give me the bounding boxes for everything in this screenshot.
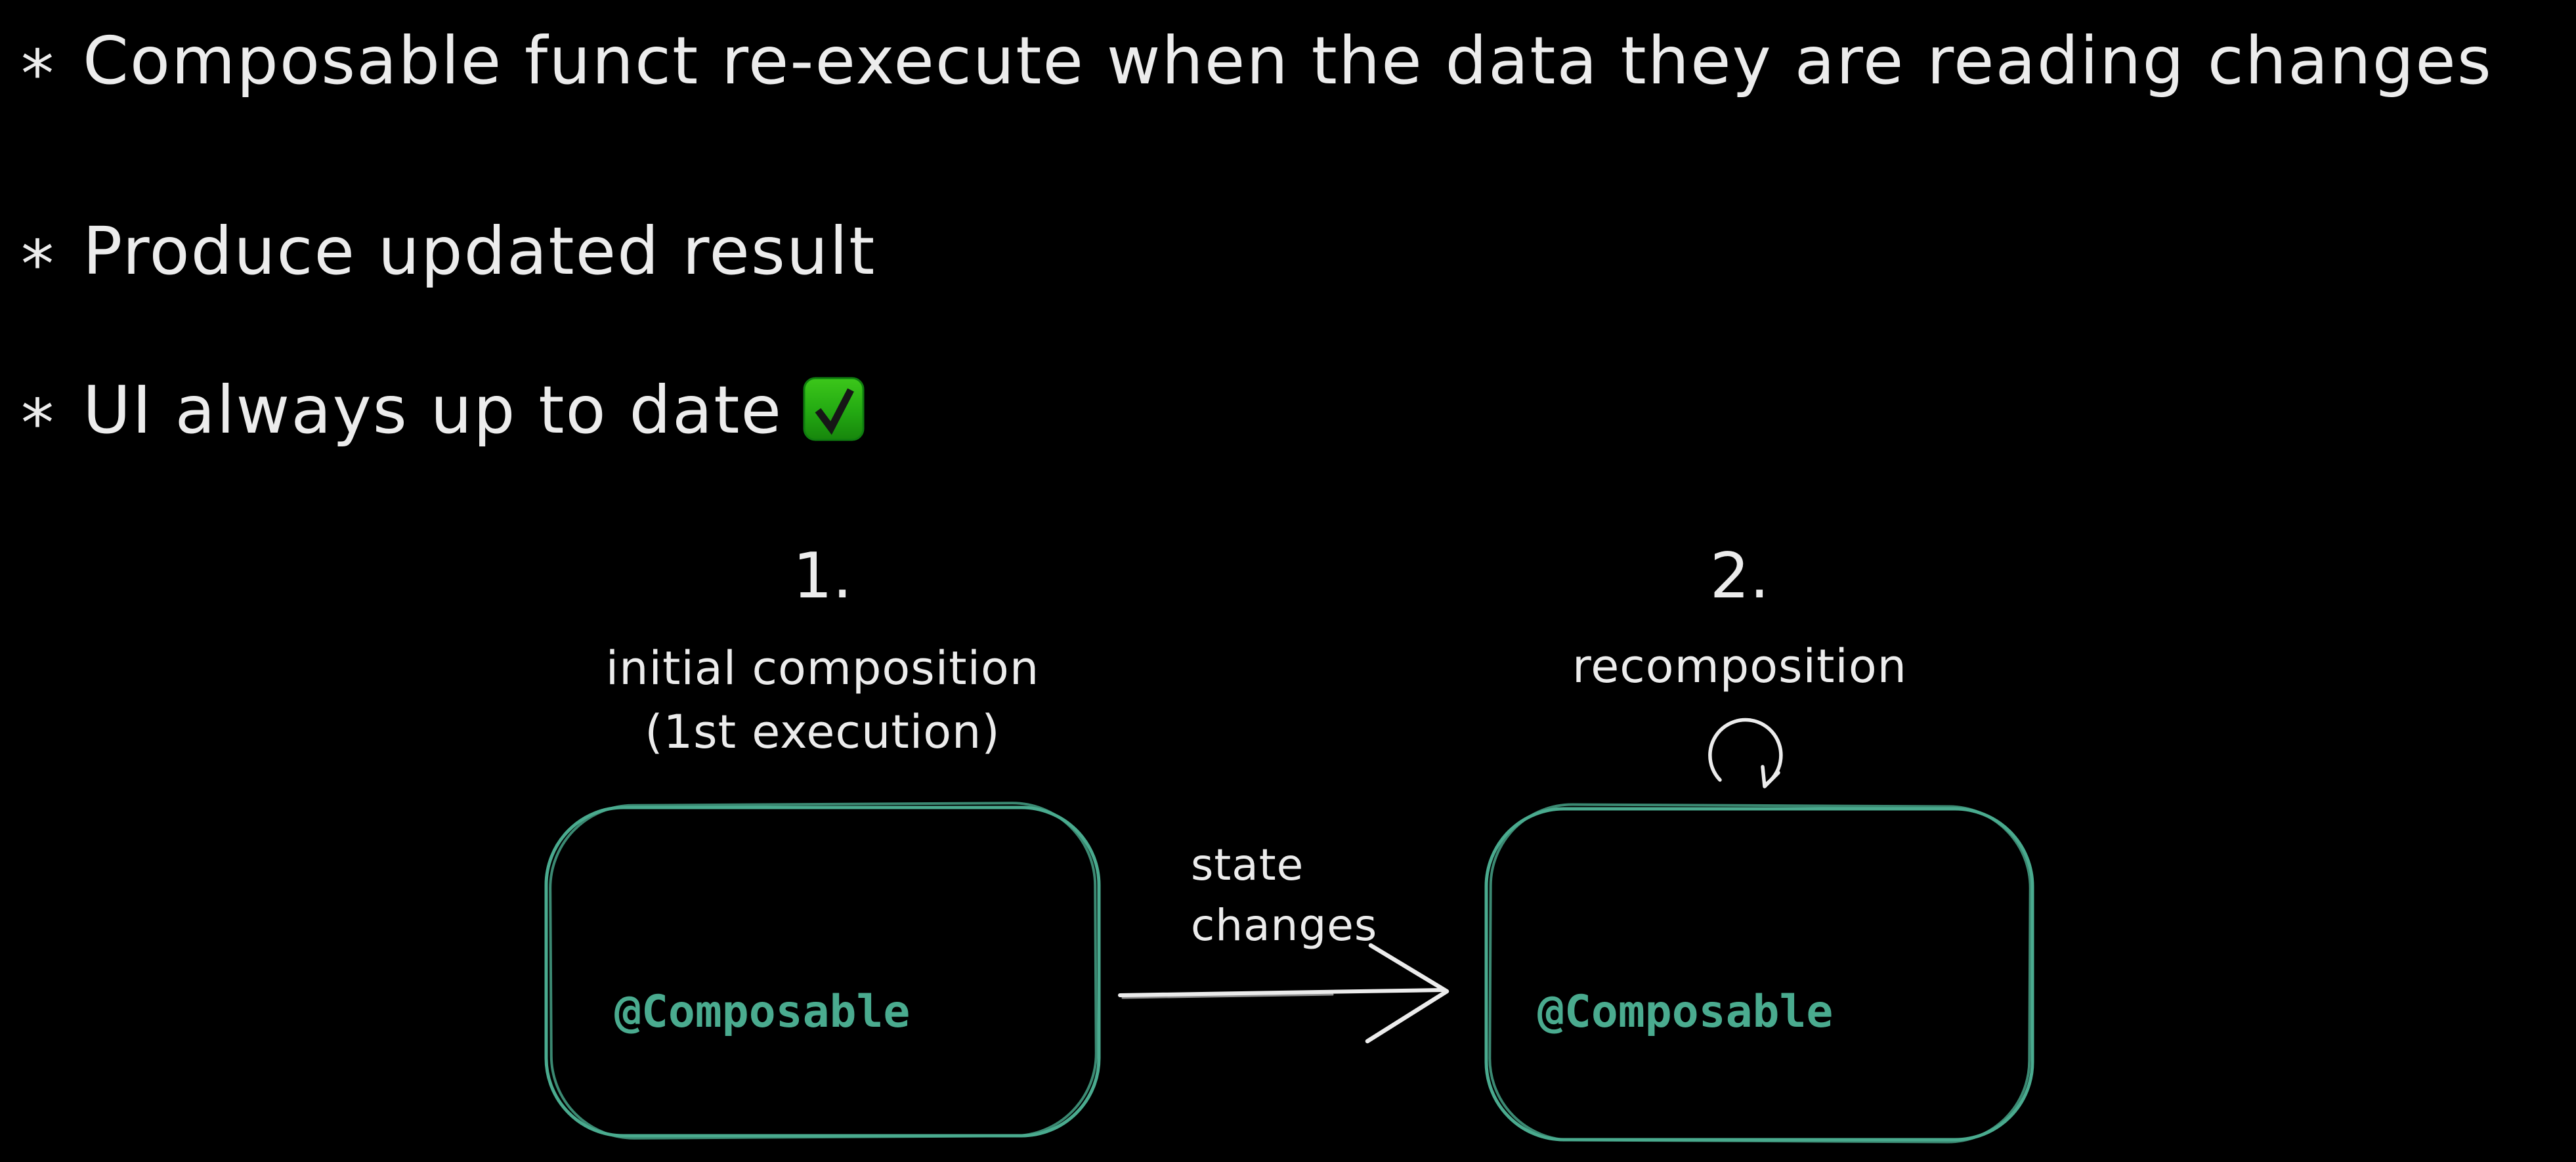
bullet-marker: * — [21, 385, 55, 462]
bullet-marker: * — [21, 226, 55, 303]
code-snippet-1: @Composable fun Box(state) { // ... } — [614, 868, 1044, 1162]
code-line: @Composable — [614, 986, 911, 1038]
transition-label: state changes — [1191, 835, 1377, 956]
code-snippet-2: @Composable fun Box(state) { // ... } — [1537, 868, 1967, 1162]
note-text: UI always up to date — [83, 372, 783, 448]
composable-box-1 — [542, 801, 1104, 1142]
bullet-marker: * — [21, 35, 55, 112]
step-2-number: 2. — [1709, 540, 1770, 613]
right-arrow-icon — [1116, 937, 1464, 1052]
step-1-subtitle: (1st execution) — [645, 705, 1000, 759]
code-line: fun Box(state) { — [614, 1157, 1044, 1162]
note-line-ui-up-to-date: * UI always up to date — [21, 368, 865, 462]
step-1-number: 1. — [792, 540, 853, 613]
note-line-composable: * Composable funct re-execute when the da… — [21, 18, 2493, 112]
check-mark-icon — [802, 376, 865, 442]
step-2-title: recomposition — [1572, 639, 1908, 693]
note-line-produce: * Produce updated result — [21, 209, 876, 303]
transition-label-line: changes — [1191, 900, 1378, 951]
code-line: @Composable — [1537, 986, 1834, 1038]
composable-box-2 — [1482, 802, 2038, 1146]
note-text: Produce updated result — [83, 213, 876, 290]
transition-label-line: state — [1191, 840, 1304, 890]
loop-arrow-icon — [1699, 713, 1797, 802]
note-text: Composable funct re-execute when the dat… — [83, 22, 2493, 99]
step-1-title: initial composition — [605, 641, 1040, 695]
code-line: fun Box(state) { — [1537, 1157, 1967, 1162]
